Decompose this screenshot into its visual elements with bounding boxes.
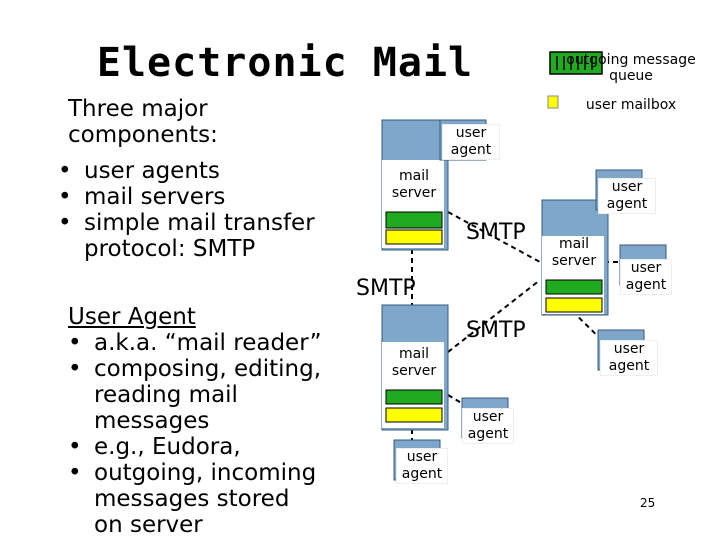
user-agent-heading: User Agent [68,304,196,330]
list-item: mail servers [58,184,368,210]
intro-text: Three major components: [68,96,218,148]
user-agent-label: user agent [620,259,672,295]
page-number: 25 [640,496,656,510]
outgoing-queue-legend-label: outgoing message queue [566,52,696,84]
user-agent-block: User Agent a.k.a. “mail reader” composin… [68,304,348,538]
smtp-label: SMTP [466,220,526,245]
list-item: simple mail transfer protocol: SMTP [58,210,324,262]
mail-server-3-label: mail server [384,346,444,380]
list-item: e.g., Eudora, [68,434,348,460]
smtp-label: SMTP [466,318,526,343]
user-agent-label: user agent [598,178,656,214]
components-list: user agents mail servers simple mail tra… [58,158,368,262]
link-line [447,279,541,353]
user-agent-label: user agent [442,124,500,160]
slide-title: Electronic Mail [96,40,474,86]
outgoing-queue-legend-icon [549,51,603,75]
user-agent-label: user agent [600,340,658,376]
mail-server-1-label: mail server [384,168,444,202]
list-item: user agents [58,158,368,184]
list-item: composing, editing, reading mail message… [68,356,348,434]
user-agent-label: user agent [396,448,448,484]
smtp-label: SMTP [356,276,416,301]
list-item: outgoing, incoming messages stored on se… [68,460,324,538]
list-item: a.k.a. “mail reader” [68,330,348,356]
components-block: Three major components: user agents mail… [58,96,368,262]
user-mailbox-legend-icon [547,95,559,109]
mail-server-2-label: mail server [544,236,604,270]
user-mailbox-legend-label: user mailbox [585,97,677,113]
user-agent-label: user agent [462,408,514,444]
user-agent-list: a.k.a. “mail reader” composing, editing,… [68,330,348,538]
